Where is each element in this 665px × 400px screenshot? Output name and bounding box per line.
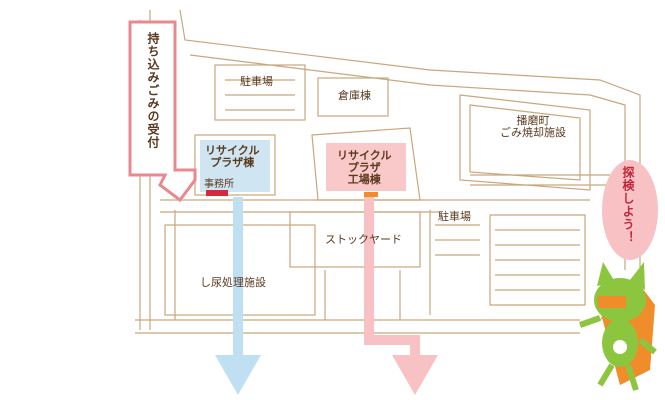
parking-top-label: 駐車場 (240, 75, 273, 88)
parking-right-label: 駐車場 (438, 210, 471, 223)
warehouse-label: 倉庫棟 (338, 89, 371, 102)
stockyard-label: ストックヤード (325, 233, 402, 246)
incinerator-label: 播磨町 ごみ焼却施設 (500, 114, 566, 139)
drop-off-callout: 持ち込みごみの受付 (146, 32, 160, 149)
recycle-factory-label: リサイクル プラザ 工場棟 (337, 149, 392, 186)
mascot (579, 262, 657, 391)
sewage-plant-label: し尿処理施設 (200, 276, 266, 289)
explore-caption: 探検しよう！ (621, 166, 635, 244)
office-label: 事務所 (204, 179, 234, 190)
recycle-plaza-label: リサイクル プラザ棟 (205, 144, 260, 169)
